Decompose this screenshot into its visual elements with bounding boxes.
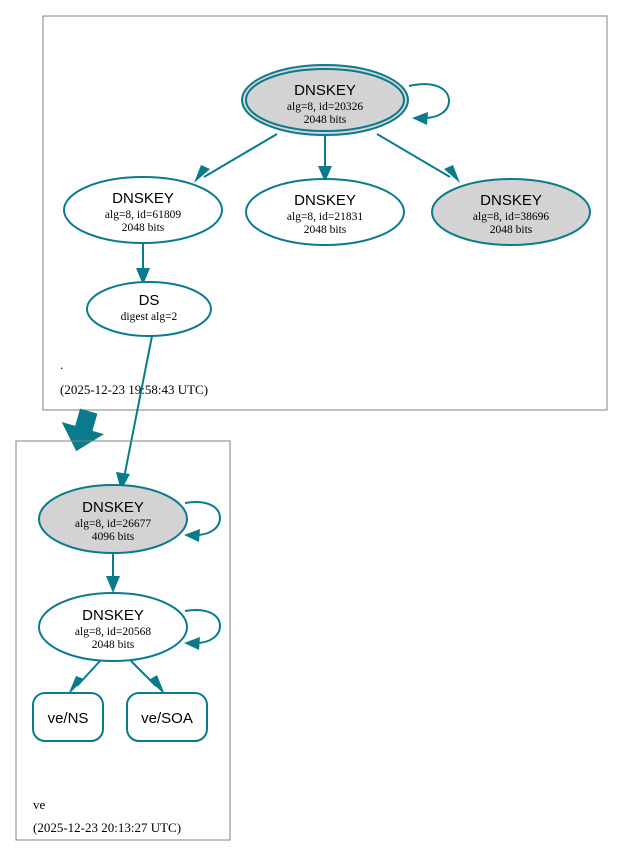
node-root-ds[interactable]: DS digest alg=2 xyxy=(86,281,212,337)
zone-label-root: . xyxy=(60,357,63,372)
edge-root-ds-to-ve-ksk xyxy=(116,335,153,491)
node-ve-ksk-26677[interactable]: DNSKEY alg=8, id=26677 4096 bits xyxy=(38,484,188,554)
node-detail-bits: 4096 bits xyxy=(92,531,135,543)
node-root-ksk-20326[interactable]: DNSKEY alg=8, id=20326 2048 bits xyxy=(241,64,409,136)
zone-box-ve xyxy=(15,440,231,841)
edge-root-ksk-to-zsk-38696 xyxy=(376,133,460,183)
zone-box-root xyxy=(42,15,608,411)
edge-ve-zsk-to-ns xyxy=(68,660,101,695)
node-detail-alg: alg=8, id=61809 xyxy=(105,209,181,221)
edge-root-ksk-self-sign xyxy=(408,83,451,125)
node-detail-bits: 2048 bits xyxy=(304,224,347,236)
node-title: DS xyxy=(139,292,160,309)
edge-root-ksk-to-zsk-21831 xyxy=(318,134,332,182)
node-title: DNSKEY xyxy=(82,607,144,624)
node-detail-alg: alg=8, id=26677 xyxy=(75,518,151,530)
zone-timestamp-root: (2025-12-23 19:58:43 UTC) xyxy=(60,382,208,397)
node-detail-alg: alg=8, id=38696 xyxy=(473,211,549,223)
node-detail-bits: 2048 bits xyxy=(122,222,165,234)
node-title: DNSKEY xyxy=(82,499,144,516)
edge-ve-ksk-to-zsk xyxy=(106,553,120,593)
node-detail-bits: 2048 bits xyxy=(304,114,347,126)
node-detail-alg: alg=8, id=20568 xyxy=(75,626,151,638)
edge-root-ksk-to-zsk-61809 xyxy=(194,133,278,183)
node-ve-soa-rrset[interactable]: ve/SOA xyxy=(126,692,208,742)
edge-root-zsk-61809-to-ds xyxy=(136,243,150,285)
rrset-label: ve/SOA xyxy=(141,710,193,727)
node-detail-alg: alg=8, id=21831 xyxy=(287,211,363,223)
node-ve-ns-rrset[interactable]: ve/NS xyxy=(32,692,104,742)
zone-timestamp-ve: (2025-12-23 20:13:27 UTC) xyxy=(33,820,181,835)
node-root-zsk-61809[interactable]: DNSKEY alg=8, id=61809 2048 bits xyxy=(63,176,223,244)
node-detail-digest: digest alg=2 xyxy=(121,311,178,323)
node-root-zsk-38696[interactable]: DNSKEY alg=8, id=38696 2048 bits xyxy=(431,178,591,246)
edge-ve-zsk-self-sign xyxy=(184,609,222,650)
edge-ve-zsk-to-soa xyxy=(130,660,165,695)
node-title: DNSKEY xyxy=(294,82,356,99)
rrset-label: ve/NS xyxy=(48,710,89,727)
node-detail-alg: alg=8, id=20326 xyxy=(287,101,363,113)
edge-ve-ksk-self-sign xyxy=(184,501,222,542)
node-ve-zsk-20568[interactable]: DNSKEY alg=8, id=20568 2048 bits xyxy=(38,592,188,662)
node-title: DNSKEY xyxy=(480,192,542,209)
node-title: DNSKEY xyxy=(112,190,174,207)
node-root-zsk-21831[interactable]: DNSKEY alg=8, id=21831 2048 bits xyxy=(245,178,405,246)
edge-zone-delegation-root-to-ve xyxy=(61,408,104,452)
node-detail-bits: 2048 bits xyxy=(490,224,533,236)
zone-label-ve: ve xyxy=(33,797,46,812)
node-title: DNSKEY xyxy=(294,192,356,209)
node-detail-bits: 2048 bits xyxy=(92,639,135,651)
